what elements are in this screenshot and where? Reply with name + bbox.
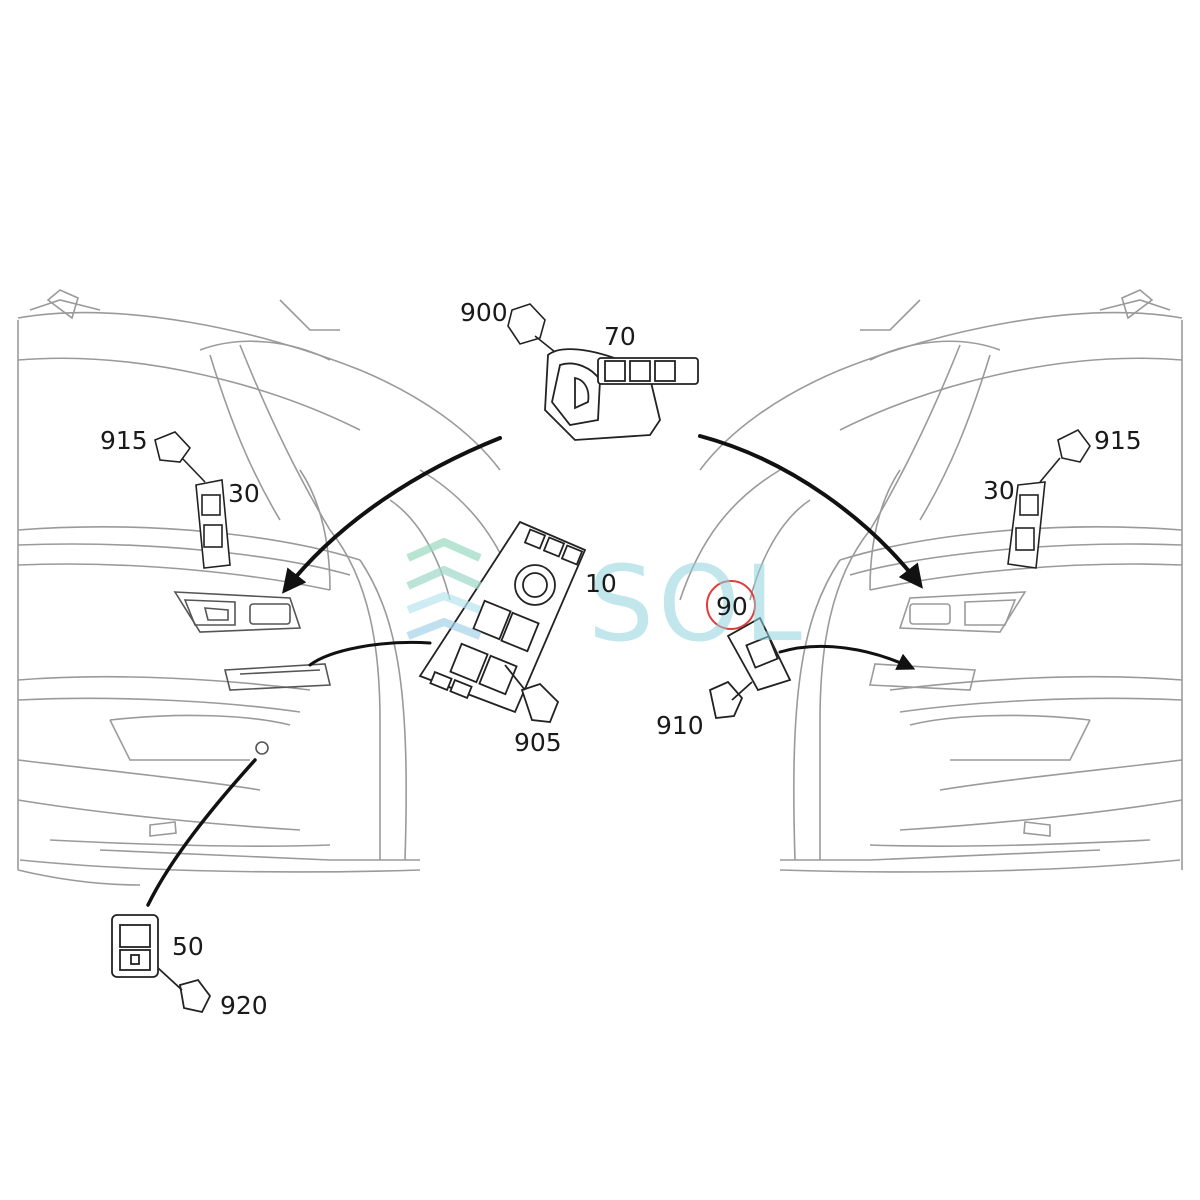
callout-920: 920	[220, 991, 268, 1020]
rear-window-switch-50	[111, 914, 212, 1014]
callout-50: 50	[172, 932, 204, 961]
watermark-logo-icon	[406, 538, 482, 640]
pointer-arrows	[146, 434, 923, 907]
callout-30-right: 30	[983, 476, 1015, 505]
master-window-switch-10	[418, 520, 587, 723]
seat-switch-assembly	[544, 348, 699, 441]
callout-910: 910	[656, 711, 704, 740]
right-door-outline	[679, 289, 1183, 873]
watermark-text: SOL	[588, 543, 806, 665]
callout-915-right: 915	[1094, 426, 1142, 455]
highlight-circle-90	[706, 580, 756, 630]
callout-30-left: 30	[228, 479, 260, 508]
callout-10: 10	[585, 569, 617, 598]
left-door-outline	[17, 289, 521, 886]
left-memory-switch-30	[154, 431, 231, 569]
callout-900: 900	[460, 298, 508, 327]
left-door-handle-area	[173, 591, 332, 755]
callout-70: 70	[604, 322, 636, 351]
callout-905: 905	[514, 728, 562, 757]
passenger-window-switch-90	[708, 616, 792, 719]
callout-90: 90	[716, 592, 748, 621]
callout-915-left: 915	[100, 426, 148, 455]
connector-900	[507, 303, 556, 353]
right-memory-switch-30	[1007, 428, 1091, 569]
